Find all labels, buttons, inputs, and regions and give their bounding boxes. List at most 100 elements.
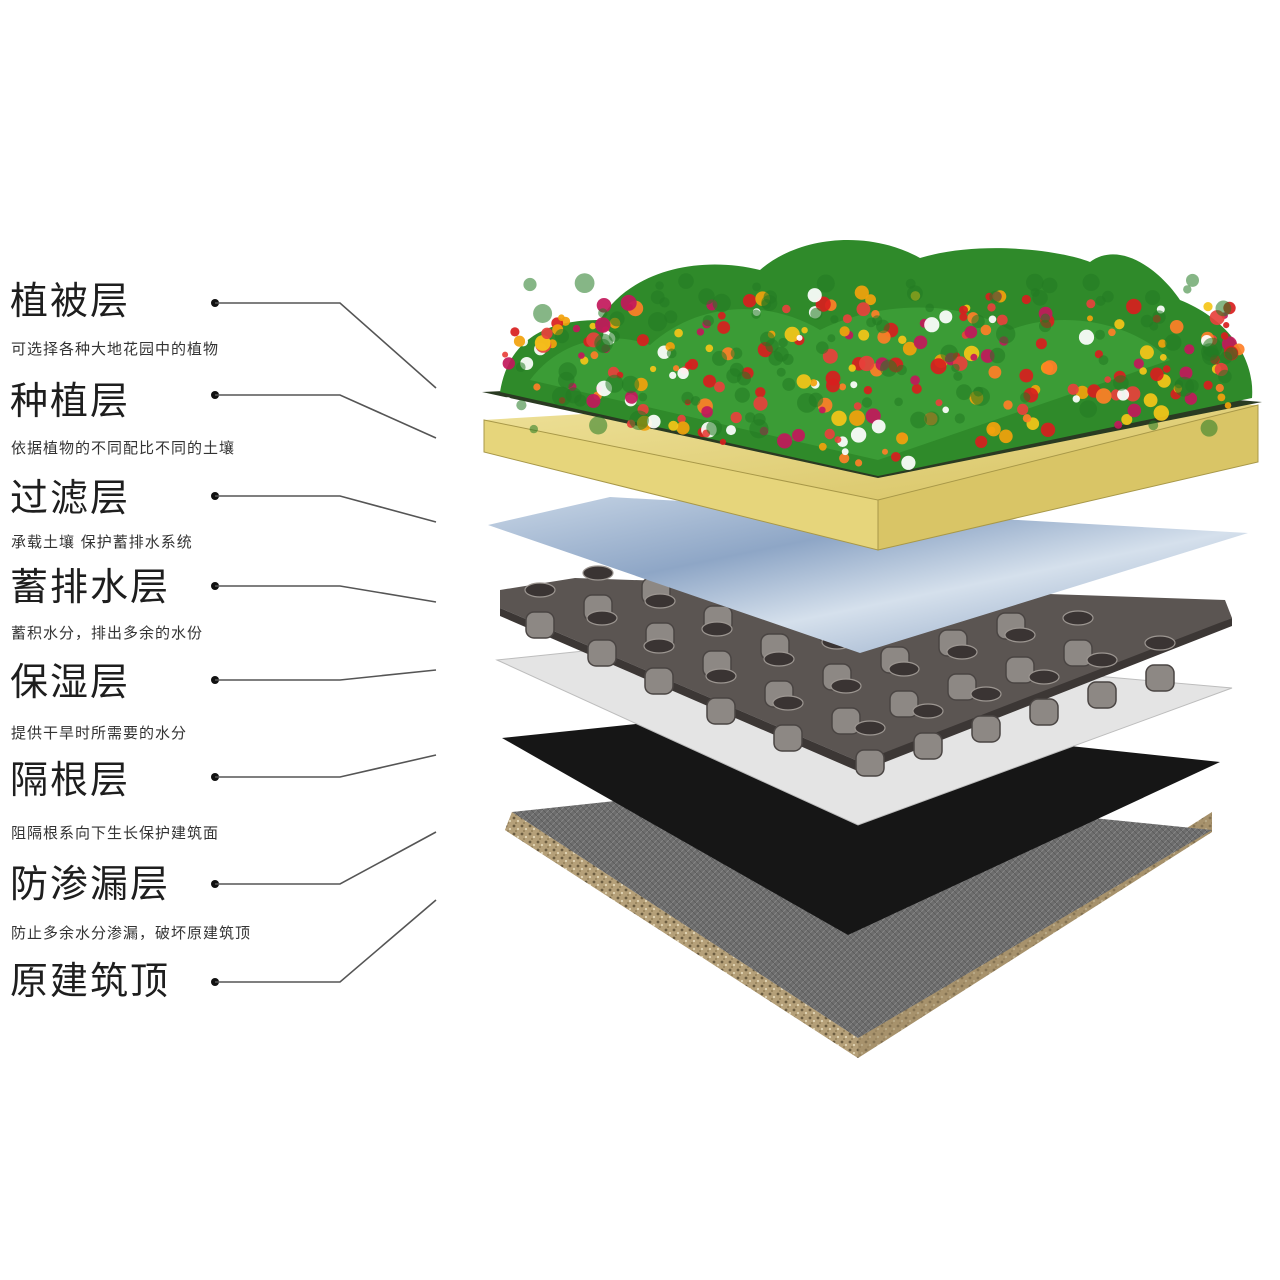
- flower-blossom: [503, 397, 512, 406]
- leaf-cluster: [924, 411, 940, 427]
- leaf-cluster: [971, 314, 985, 328]
- leaf-cluster: [1202, 347, 1220, 366]
- flower-blossom: [1114, 420, 1123, 429]
- leaf-cluster: [953, 371, 963, 381]
- drainage-hole: [1062, 610, 1094, 626]
- drainage-cup: [855, 749, 885, 777]
- flower-blossom: [930, 358, 947, 375]
- leaf-cluster: [1152, 310, 1166, 324]
- flower-blossom: [796, 334, 803, 341]
- flower-blossom: [1224, 402, 1232, 409]
- flower-blossom: [502, 357, 515, 370]
- flower-blossom: [1087, 315, 1093, 322]
- leaf-cluster: [648, 312, 668, 332]
- flower-blossom: [1126, 298, 1142, 315]
- flower-blossom: [1215, 383, 1224, 393]
- leaf-cluster: [773, 346, 789, 362]
- flower-blossom: [1143, 393, 1158, 408]
- flower-blossom: [911, 383, 922, 394]
- leaf-cluster: [905, 278, 916, 289]
- flower-blossom: [705, 344, 714, 353]
- flower-blossom: [1153, 405, 1170, 421]
- flower-blossom: [839, 453, 850, 464]
- drainage-hole: [586, 610, 618, 626]
- flower-blossom: [975, 435, 988, 448]
- leader-line: [215, 831, 437, 885]
- drainage-cup: [706, 697, 736, 725]
- leaf-cluster: [1095, 329, 1105, 340]
- flower-blossom: [809, 379, 818, 387]
- flower-blossom: [620, 294, 637, 311]
- flower-blossom: [558, 314, 565, 322]
- flower-blossom: [541, 327, 553, 339]
- layer-title-root-barrier: 隔根层: [10, 758, 131, 802]
- leaf-cluster: [880, 359, 898, 377]
- flower-blossom: [1035, 338, 1047, 350]
- flower-blossom: [970, 353, 978, 361]
- flower-blossom: [1114, 319, 1125, 330]
- flower-blossom: [1217, 393, 1226, 402]
- leaf-cluster: [666, 348, 677, 359]
- flower-blossom: [777, 433, 793, 449]
- leaf-cluster: [589, 416, 608, 435]
- leaf-cluster: [956, 384, 972, 401]
- flower-blossom: [1095, 388, 1112, 404]
- flower-blossom: [534, 335, 551, 351]
- leaf-cluster: [1019, 392, 1031, 403]
- flower-blossom: [696, 328, 705, 336]
- flower-blossom: [502, 351, 509, 358]
- flower-blossom: [742, 294, 757, 308]
- drainage-hole: [1028, 669, 1060, 685]
- leaf-cluster: [752, 282, 761, 292]
- leaf-cluster: [782, 377, 796, 391]
- flower-blossom: [572, 324, 581, 333]
- flower-blossom: [1223, 322, 1230, 329]
- leaf-cluster: [816, 274, 835, 293]
- drainage-hole: [763, 651, 795, 667]
- flower-blossom: [1086, 299, 1096, 309]
- leaf-cluster: [761, 299, 772, 309]
- flower-blossom: [959, 305, 968, 315]
- flower-blossom: [1121, 414, 1133, 425]
- flower-blossom: [668, 420, 679, 431]
- flower-blossom: [1127, 403, 1142, 418]
- leaf-cluster: [702, 315, 714, 327]
- flower-blossom: [901, 455, 916, 470]
- flower-blossom: [578, 352, 585, 359]
- leaf-cluster: [749, 419, 769, 439]
- flower-blossom: [1003, 400, 1013, 410]
- leader-lines: [211, 299, 437, 986]
- leaf-cluster: [1186, 273, 1199, 287]
- flower-blossom: [841, 448, 849, 456]
- leaf-cluster: [866, 317, 876, 328]
- flower-blossom: [792, 428, 805, 442]
- flower-blossom: [855, 459, 863, 467]
- drainage-hole: [705, 668, 737, 684]
- flower-blossom: [853, 402, 862, 410]
- flower-blossom: [703, 374, 716, 388]
- flower-blossom: [898, 335, 907, 344]
- leaf-cluster: [678, 273, 694, 289]
- flower-blossom: [987, 303, 996, 312]
- leaf-cluster: [655, 281, 664, 290]
- flower-blossom: [1022, 414, 1032, 423]
- leaf-cluster: [996, 324, 1016, 344]
- drainage-hole: [644, 593, 676, 609]
- flower-blossom: [831, 410, 847, 426]
- flower-blossom: [717, 311, 726, 320]
- flower-blossom: [1184, 344, 1195, 355]
- leaf-cluster: [681, 391, 694, 404]
- flower-blossom: [753, 396, 768, 411]
- leaf-cluster: [1032, 290, 1048, 306]
- leaf-cluster: [894, 397, 903, 407]
- flower-blossom: [730, 411, 742, 424]
- drainage-hole: [524, 582, 556, 598]
- drainage-hole: [946, 644, 978, 660]
- drainage-cup: [773, 724, 803, 752]
- leader-line: [215, 302, 437, 389]
- flower-blossom: [589, 322, 597, 330]
- flower-blossom: [510, 327, 520, 337]
- leaf-cluster: [1183, 285, 1192, 294]
- flower-blossom: [650, 365, 657, 373]
